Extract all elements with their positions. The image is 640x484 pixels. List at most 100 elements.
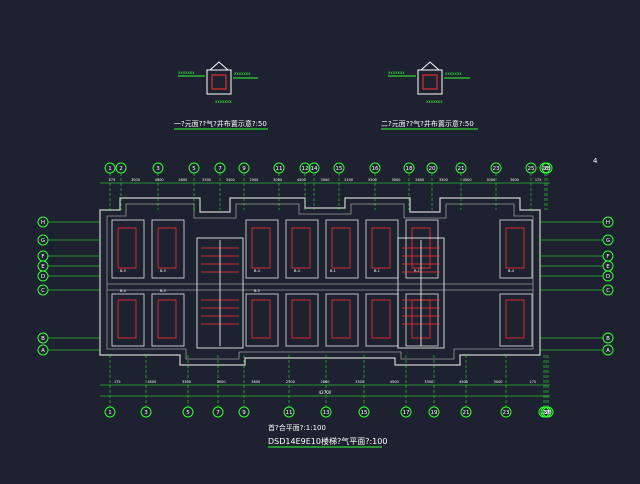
room-top [285,219,319,279]
axis-left-bubble: D [37,270,49,282]
axis-top-bubble: 23 [490,162,502,174]
axis-top-bubble: 9 [238,162,250,174]
dim-bottom-value: 3300 [355,380,364,384]
axis-top-bubble: 15 [333,162,345,174]
dim-top-value: 4500 [297,178,306,182]
axis-left-bubble: G [37,234,49,246]
axis-bottom-bubble-label: 13 [323,410,330,416]
room-label: B-1 [414,269,420,273]
building-inner-outline [106,203,534,360]
wiring-loop-bottom [371,299,391,339]
axis-bottom-bubble-label: 3 [144,410,148,416]
dim-bottom-value: 4500 [147,380,156,384]
axis-top-bubble: 18 [403,162,415,174]
plan-title: 首?合平面?:1:100 [268,423,326,432]
axis-top-bubble-circle [455,162,467,174]
room-label: B-4 [294,269,301,273]
axis-left-bubble-label: G [41,238,45,244]
room-top [325,219,359,279]
building [99,197,541,366]
wiring-loop-top [371,227,391,269]
axis-bottom-bubble: 13 [320,406,332,418]
axis-bottom-bubble: 23 [500,406,512,418]
axis-top-bubble-label: 20 [429,166,436,172]
axis-bottom-bubble: 9 [238,406,250,418]
axis-top-bubble-circle [403,162,415,174]
axis-left-bubble-label: F [41,254,44,260]
axis-top-bubble-label: 14 [311,166,318,172]
axis-bottom-bubble-label: 1 [108,410,112,416]
room-bottom [151,293,185,347]
detail-left-mark: xxxxxxx [178,70,195,75]
axis-bottom-bubble-circle [400,406,412,418]
axis-right-bubble: H [602,216,614,228]
axis-top-bubble-circle [188,162,200,174]
dim-top-value: 3000 [486,178,495,182]
room-label: B-5 [120,269,126,273]
dim-bottom-value: 3000 [494,380,503,384]
axis-left-bubble: B [37,332,49,344]
axis-top-bubble-label: 15 [336,166,343,172]
axis-bottom-bubble: 3 [140,406,152,418]
dim-top-value: 3300 [202,178,211,182]
wiring-loop-top [291,227,311,269]
detail-right-title: 二?元面??气?井布置示意?:50 [381,119,474,128]
detail-left-box [211,74,227,90]
axis-bottom-bubble: 19 [428,406,440,418]
dim-bottom-value: 175 [114,380,121,384]
dim-top-value: 4500 [155,178,164,182]
axis-top-bubble-label: 2 [119,166,123,172]
detail-right-mark: xxxxxxx [445,71,462,76]
axis-top-bubble-circle [273,162,285,174]
axis-bottom-bubble-circle [283,406,295,418]
axis-right-bubble: B [602,332,614,344]
axis-right-bubble: A [602,344,614,356]
axis-top-bubble-label: 9 [242,166,246,172]
axis-top-bubble: 28 [541,162,553,174]
axis-right-bubble: E [602,260,614,272]
axis-right-bubble-label: A [606,348,610,354]
wiring-loop-top [157,227,177,269]
building-outline [99,197,541,366]
dim-bottom-value: 3600 [251,380,260,384]
axis-top-bubble-circle [426,162,438,174]
plan-subtitle: DSD14E9E10楼梯?气平面?:100 [268,436,387,446]
axis-right-bubble: D [602,270,614,282]
overall-dimension: 42700 [319,390,332,395]
axis-bottom-bubble-label: 5 [186,410,190,416]
axis-top-bubble: 1 [104,162,116,174]
dim-bottom-value: 2700 [286,380,295,384]
room-label: B-5 [160,269,166,273]
axis-bottom-bubble: 17 [400,406,412,418]
axis-bottom-bubble: 1 [104,406,116,418]
room-bottom [405,293,439,347]
axis-top-bubble-circle [299,162,311,174]
axis-bottom-bubble-label: 27 [543,410,550,416]
axis-right-bubble: C [602,284,614,296]
room-bottom [285,293,319,347]
axis-bottom-bubble-circle [358,406,370,418]
axis-top-bubble-circle [333,162,345,174]
room-top [365,219,399,279]
axis-left-bubble-label: A [41,348,45,354]
axis-left-bubble: A [37,344,49,356]
dim-top-value: 3400 [226,178,235,182]
axis-top-bubble: 16 [369,162,381,174]
axis-right-bubble-label: H [606,220,610,226]
axis-left-bubble-label: C [41,288,45,294]
axis-left-bubble: C [37,284,49,296]
axis-bottom-bubble-circle [542,406,554,418]
detail-right-shaft [417,69,443,95]
room-top [499,219,533,279]
detail-right-mark: xxxxxxx [388,70,405,75]
axis-top-bubble-label: 5 [192,166,196,172]
axis-top-bubble-label: 26 [542,166,549,172]
detail-left-mark: xxxxxxx [234,71,251,76]
dim-top-value: 3300 [439,178,448,182]
axis-right-bubble: F [602,250,614,262]
detail-left: xxxxxxx xxxxxxx xxxxxxx 一?元面??气?井布置示意?:5… [174,61,268,130]
wiring-loop-top [331,227,351,269]
wiring-loop-bottom [117,299,137,339]
